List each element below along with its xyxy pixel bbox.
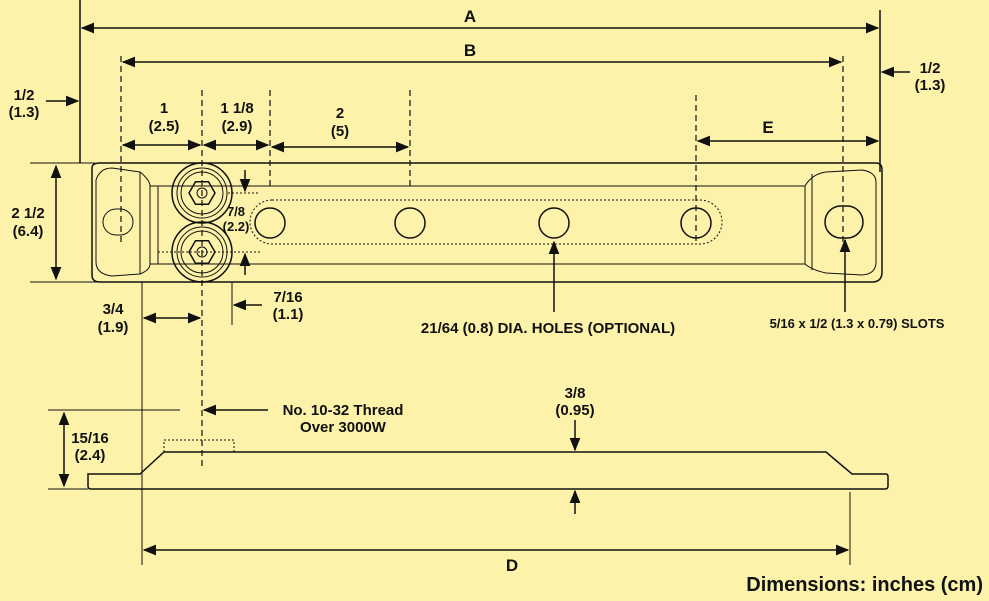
dim-seven-eighths-cm: (2.2) — [223, 219, 250, 234]
dim-seven-eighths-in: 7/8 — [227, 204, 245, 219]
optional-hole-3 — [538, 207, 570, 239]
dim-two-in: 2 — [336, 105, 344, 122]
dim-seven-sixteenths-in: 7/16 — [273, 289, 302, 306]
dim-three-quarters-in: 3/4 — [103, 301, 125, 318]
dim-one-eighth-cm: (2.9) — [222, 118, 253, 135]
dim-fifteen-sixteenths-cm: (2.4) — [75, 447, 106, 464]
holes-dashed-outline — [249, 199, 723, 245]
dim-height-cm: (6.4) — [13, 223, 44, 240]
dim-one-in: 1 — [160, 100, 168, 117]
dim-fifteen-sixteenths-in: 15/16 — [71, 430, 109, 447]
holes-label: 21/64 (0.8) DIA. HOLES (OPTIONAL) — [421, 320, 675, 337]
thread-label-1: No. 10-32 Thread — [283, 402, 404, 419]
left-slot — [102, 208, 134, 236]
dim-three-eighths-in: 3/8 — [565, 385, 586, 402]
optional-hole-1 — [254, 207, 286, 239]
dim-half-right-in: 1/2 — [920, 60, 941, 77]
heater-side-view — [87, 439, 889, 490]
optional-hole-4 — [680, 207, 712, 239]
dim-half-left-in: 1/2 — [14, 87, 35, 104]
dim-height-in: 2 1/2 — [11, 205, 44, 222]
right-slot — [824, 205, 864, 239]
heater-top-view — [91, 162, 883, 283]
dim-a-label: A — [464, 7, 476, 26]
thread-label-2: Over 3000W — [300, 419, 387, 436]
dim-half-right-cm: (1.3) — [915, 77, 946, 94]
dim-three-quarters-cm: (1.9) — [98, 319, 129, 336]
dim-three-eighths-cm: (0.95) — [555, 402, 594, 419]
dim-half-left-cm: (1.3) — [9, 104, 40, 121]
units-caption: Dimensions: inches (cm) — [746, 574, 983, 596]
dim-e-label: E — [762, 118, 773, 137]
dim-two-cm: (5) — [331, 123, 349, 140]
dim-d-label: D — [506, 556, 518, 575]
dim-one-eighth-in: 1 1/8 — [220, 100, 253, 117]
slots-label: 5/16 x 1/2 (1.3 x 0.79) SLOTS — [770, 316, 945, 331]
optional-hole-2 — [394, 207, 426, 239]
dim-b-label: B — [464, 41, 476, 60]
dim-seven-sixteenths-cm: (1.1) — [273, 306, 304, 323]
dim-one-cm: (2.5) — [149, 118, 180, 135]
